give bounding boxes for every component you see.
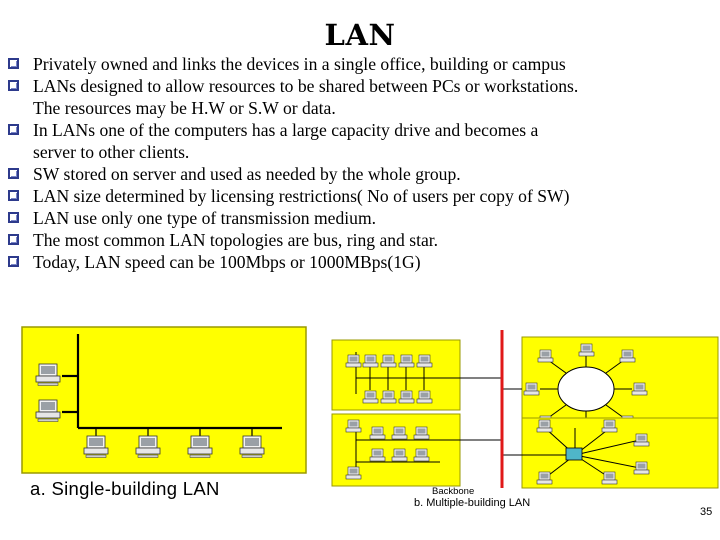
bullet-item: The most common LAN topologies are bus, … — [8, 229, 718, 251]
bullet-text: LAN use only one type of transmission me… — [33, 208, 377, 228]
computer-icon — [187, 435, 213, 458]
computer-icon — [83, 435, 109, 458]
computer-icon — [380, 354, 397, 368]
bullet-text: Privately owned and links the devices in… — [33, 54, 566, 74]
computer-icon — [398, 390, 415, 404]
computer-icon — [362, 390, 379, 404]
bullet-item: LAN size determined by licensing restric… — [8, 185, 718, 207]
computer-icon — [380, 390, 397, 404]
computer-icon — [536, 471, 553, 485]
computer-icon — [416, 354, 433, 368]
computer-icon — [416, 390, 433, 404]
computer-icon — [601, 419, 618, 433]
checkbox-bullet-icon — [8, 256, 19, 267]
bullet-continuation: server to other clients. — [8, 141, 718, 163]
bullet-item: Today, LAN speed can be 100Mbps or 1000M… — [8, 251, 718, 273]
computer-icon — [362, 354, 379, 368]
checkbox-bullet-icon — [8, 168, 19, 179]
slide-title: LAN — [324, 18, 396, 52]
computer-icon — [578, 343, 595, 357]
bullet-item: In LANs one of the computers has a large… — [8, 119, 718, 141]
bullet-text: LANs designed to allow resources to be s… — [33, 76, 579, 96]
computer-icon — [537, 349, 554, 363]
bullet-item: SW stored on server and used as needed b… — [8, 163, 718, 185]
computer-icon — [391, 426, 408, 440]
computer-icon — [369, 426, 386, 440]
multiple-building-lan-figure — [331, 330, 719, 489]
computer-icon — [35, 363, 61, 386]
computer-icon — [619, 349, 636, 363]
figure-a-caption: a. Single-building LAN — [30, 478, 220, 499]
computer-icon — [35, 399, 61, 422]
bullet-text: SW stored on server and used as needed b… — [33, 164, 461, 184]
figure-b-caption: b. Multiple-building LAN — [414, 497, 531, 509]
bullet-text: server to other clients. — [33, 142, 190, 162]
computer-icon — [369, 448, 386, 462]
computer-icon — [523, 382, 540, 396]
bullet-item: Privately owned and links the devices in… — [8, 53, 718, 75]
page-number: 35 — [700, 506, 713, 518]
checkbox-bullet-icon — [8, 234, 19, 245]
computer-icon — [536, 419, 553, 433]
bullet-text: The resources may be H.W or S.W or data. — [33, 98, 336, 118]
bullet-list: Privately owned and links the devices in… — [8, 53, 718, 273]
bullet-text: Today, LAN speed can be 100Mbps or 1000M… — [33, 252, 421, 272]
computer-icon — [601, 471, 618, 485]
computer-icon — [135, 435, 161, 458]
bullet-text: The most common LAN topologies are bus, … — [33, 230, 439, 250]
checkbox-bullet-icon — [8, 212, 19, 223]
computer-icon — [633, 433, 650, 447]
computer-icon — [391, 448, 408, 462]
bullet-text: LAN size determined by licensing restric… — [33, 186, 570, 206]
computer-icon — [413, 448, 430, 462]
computer-icon — [633, 461, 650, 475]
checkbox-bullet-icon — [8, 124, 19, 135]
computer-icon — [345, 354, 362, 368]
computer-icon — [239, 435, 265, 458]
computer-icon — [413, 426, 430, 440]
single-building-lan-figure — [21, 326, 307, 474]
backbone-label: Backbone — [432, 486, 475, 497]
hub-icon — [565, 447, 583, 461]
bullet-continuation: The resources may be H.W or S.W or data. — [8, 97, 718, 119]
bullet-item: LANs designed to allow resources to be s… — [8, 75, 718, 97]
checkbox-bullet-icon — [8, 80, 19, 91]
bullet-text: In LANs one of the computers has a large… — [33, 120, 539, 140]
checkbox-bullet-icon — [8, 190, 19, 201]
computer-icon — [345, 466, 362, 480]
bullet-item: LAN use only one type of transmission me… — [8, 207, 718, 229]
checkbox-bullet-icon — [8, 58, 19, 69]
computer-icon — [345, 419, 362, 433]
computer-icon — [398, 354, 415, 368]
computer-icon — [631, 382, 648, 396]
